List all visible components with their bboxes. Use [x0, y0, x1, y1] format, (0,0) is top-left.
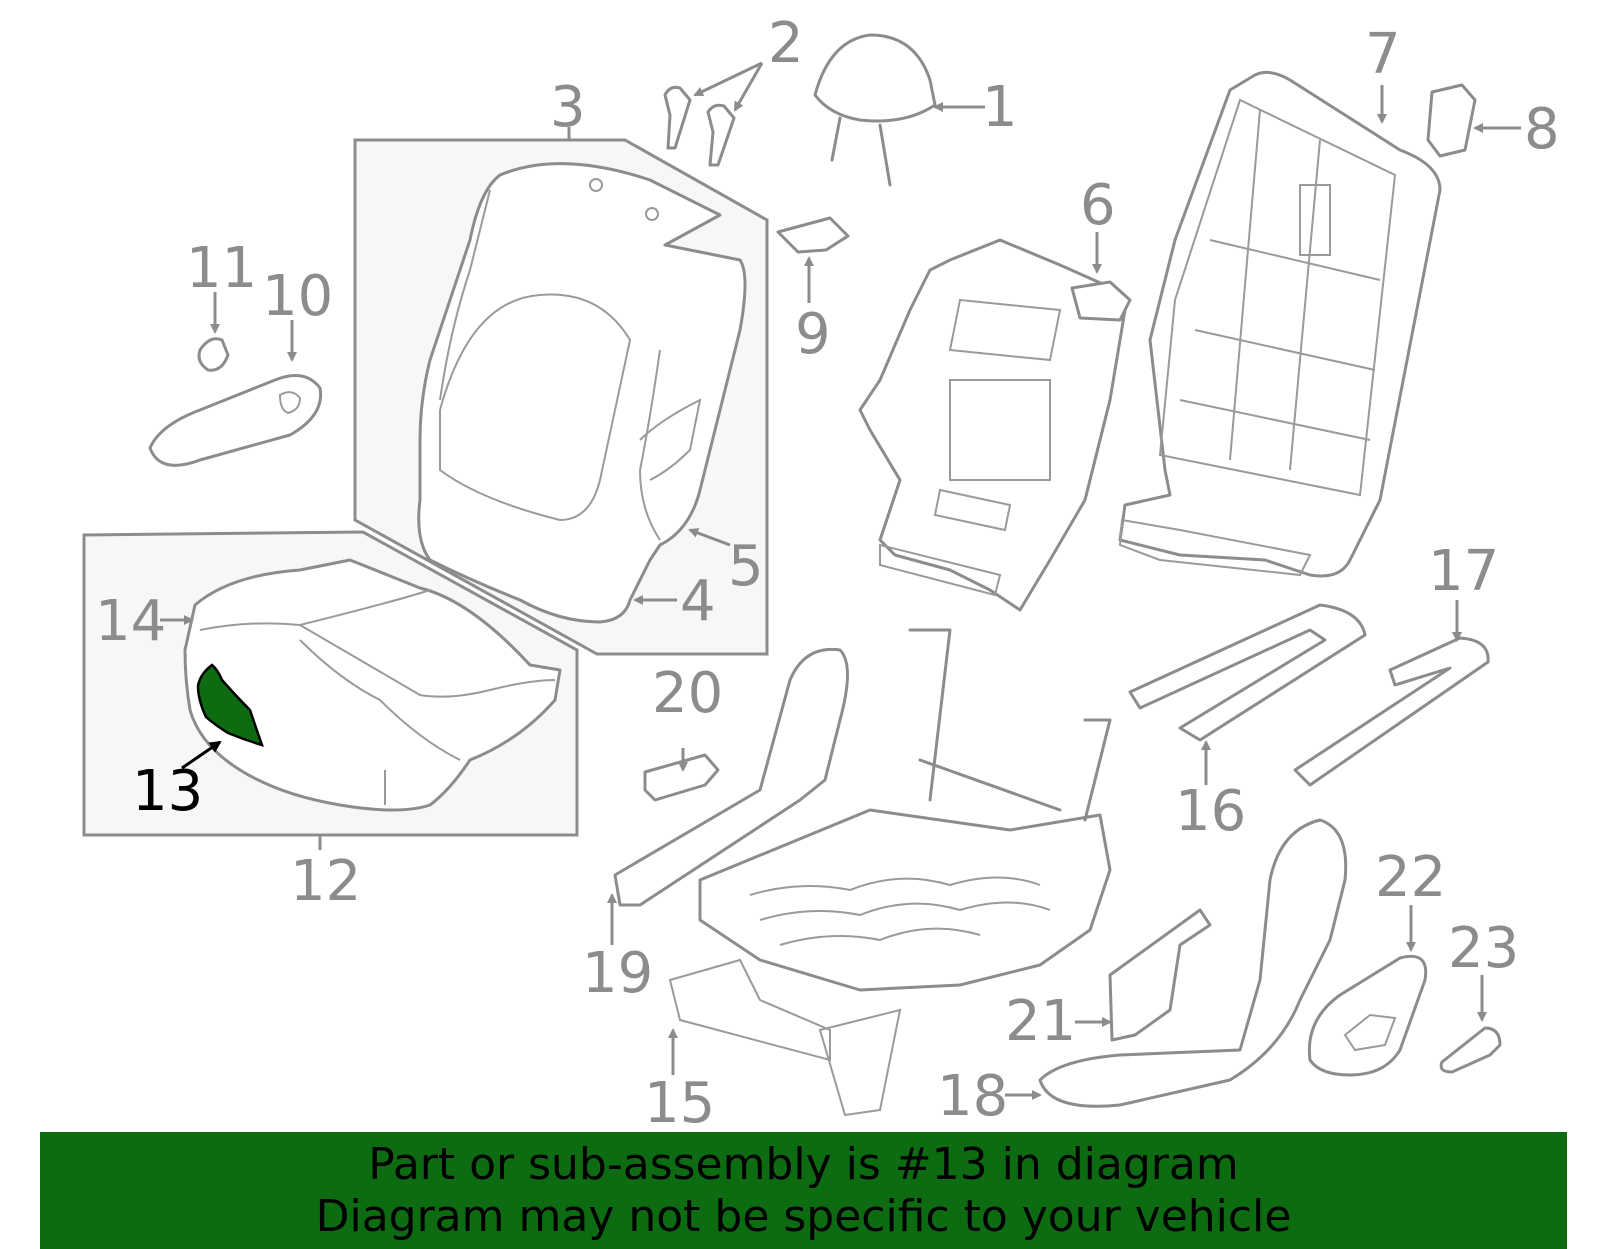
callout-10: 10	[262, 264, 333, 329]
grommet-11	[197, 337, 230, 372]
cover-21	[1108, 908, 1212, 1042]
info-banner: Part or sub-assembly is #13 in diagram D…	[40, 1132, 1567, 1249]
callout-7: 7	[1365, 22, 1401, 87]
trim-17	[1293, 636, 1490, 787]
callout-21: 21	[1005, 989, 1076, 1054]
callout-15: 15	[644, 1071, 715, 1136]
callout-19: 19	[582, 941, 653, 1006]
part-13-highlighted[interactable]	[196, 663, 264, 747]
seat-back-cover	[417, 162, 747, 624]
side-shield-18	[1038, 818, 1348, 1108]
callout-20: 20	[652, 661, 723, 726]
seat-cushion-group	[82, 530, 579, 837]
seat-back-cover-group	[353, 138, 769, 656]
callout-17: 17	[1428, 539, 1499, 604]
callout-13[interactable]: 13	[132, 759, 203, 824]
callout-9: 9	[795, 302, 831, 367]
callout-11: 11	[186, 236, 257, 301]
callout-4: 4	[680, 569, 716, 634]
leader-lines	[160, 61, 1521, 1100]
seat-back-panel	[1118, 70, 1442, 578]
callout-3: 3	[550, 75, 586, 140]
lever-23	[1439, 1026, 1502, 1074]
callout-5: 5	[728, 534, 764, 599]
callout-1: 1	[982, 75, 1018, 140]
callout-14: 14	[95, 589, 166, 654]
callout-2: 2	[768, 11, 804, 76]
bracket-20	[643, 753, 720, 802]
callout-18: 18	[937, 1064, 1008, 1129]
banner-line-2: Diagram may not be specific to your vehi…	[315, 1190, 1292, 1242]
callout-labels: 1 2 3 4 5 6 7 8 9 10 11 12 13 14 15 16 1…	[95, 11, 1560, 1136]
callout-16: 16	[1175, 779, 1246, 844]
callout-8: 8	[1524, 97, 1560, 162]
callout-12: 12	[290, 849, 361, 914]
seat-back-frame	[858, 238, 1132, 612]
trim-16	[1128, 603, 1367, 742]
banner-line-1: Part or sub-assembly is #13 in diagram	[368, 1138, 1239, 1190]
bracket-8	[1426, 83, 1477, 158]
side-cover-10	[148, 374, 323, 467]
side-trim-19	[613, 647, 849, 907]
knob-cover-22	[1307, 954, 1428, 1077]
headrest	[813, 33, 937, 187]
callout-22: 22	[1375, 845, 1446, 910]
clip-9	[776, 216, 850, 254]
headrest-guides	[663, 85, 736, 167]
callout-6: 6	[1080, 173, 1116, 238]
seat-cushion-frame	[668, 628, 1112, 1117]
callout-23: 23	[1448, 916, 1519, 981]
